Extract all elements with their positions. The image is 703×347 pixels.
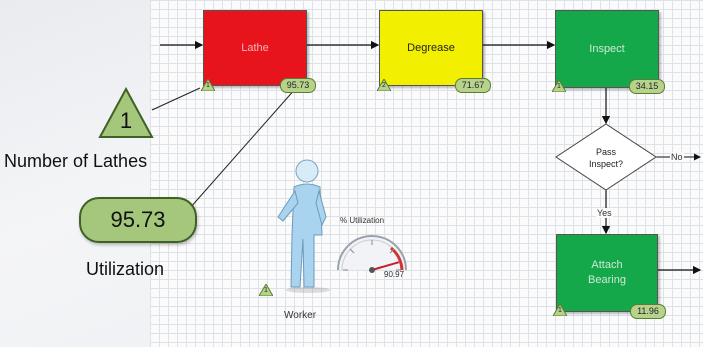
degrease-activity[interactable]: Degrease	[379, 10, 483, 86]
decision-diamond[interactable]	[555, 123, 657, 191]
attach-resource-count: 1	[553, 304, 567, 316]
decision-label: Pass Inspect?	[588, 147, 624, 169]
inspect-utilization-badge: 34.15	[629, 79, 665, 94]
lathe-label: Lathe	[241, 41, 269, 54]
decision-yes-label: Yes	[596, 208, 613, 218]
degrease-label: Degrease	[407, 41, 455, 54]
attach-utilization-badge: 11.96	[630, 304, 666, 319]
inspect-activity[interactable]: Inspect	[555, 10, 659, 88]
attach-bearing-activity[interactable]: Attach Bearing	[556, 234, 658, 312]
gauge-title: % Utilization	[340, 216, 385, 225]
worker-figure-icon[interactable]	[270, 155, 340, 295]
lathe-count-caption: Number of Lathes	[4, 151, 148, 171]
callout-util-leader	[189, 87, 297, 209]
inspect-resource-count: 1	[552, 80, 566, 92]
callout-count-leader	[151, 87, 201, 111]
degrease-utilization-badge: 71.67	[455, 78, 491, 93]
gauge-value: 90.97	[384, 270, 405, 279]
worker-resource-count: 1	[259, 284, 273, 296]
lathe-count-callout: 1	[98, 86, 154, 139]
gauge-needle	[371, 261, 400, 271]
lathe-utilization-caption: Utilization	[86, 259, 165, 279]
lathe-utilization-callout: 95.73	[79, 197, 197, 243]
lathe-activity[interactable]: Lathe	[203, 10, 307, 86]
inspect-label: Inspect	[589, 42, 625, 55]
lathe-utilization-badge: 95.73	[280, 78, 316, 93]
lathe-resource-count: 1	[201, 79, 215, 91]
attach-bearing-label: Attach Bearing	[588, 259, 626, 286]
worker-label: Worker	[284, 310, 317, 321]
utilization-gauge	[337, 235, 407, 273]
degrease-resource-count: 2	[377, 79, 391, 91]
decision-no-label: No	[670, 152, 684, 162]
